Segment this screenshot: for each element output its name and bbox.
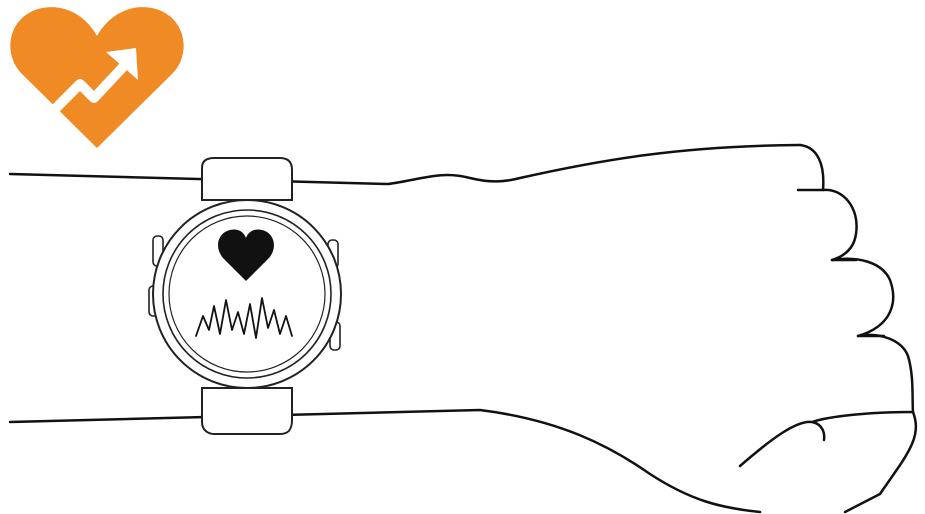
heart-rate-trend-icon	[10, 7, 183, 148]
arm-outline	[10, 145, 916, 512]
hand-knuckles	[800, 145, 916, 512]
thumb	[740, 412, 913, 466]
smartwatch	[149, 158, 341, 434]
upper-strap	[202, 158, 292, 200]
orange-heart-icon	[10, 7, 183, 148]
lower-strap	[202, 388, 292, 434]
forearm-top-edge	[10, 145, 800, 184]
forearm-bottom-edge	[10, 410, 760, 512]
